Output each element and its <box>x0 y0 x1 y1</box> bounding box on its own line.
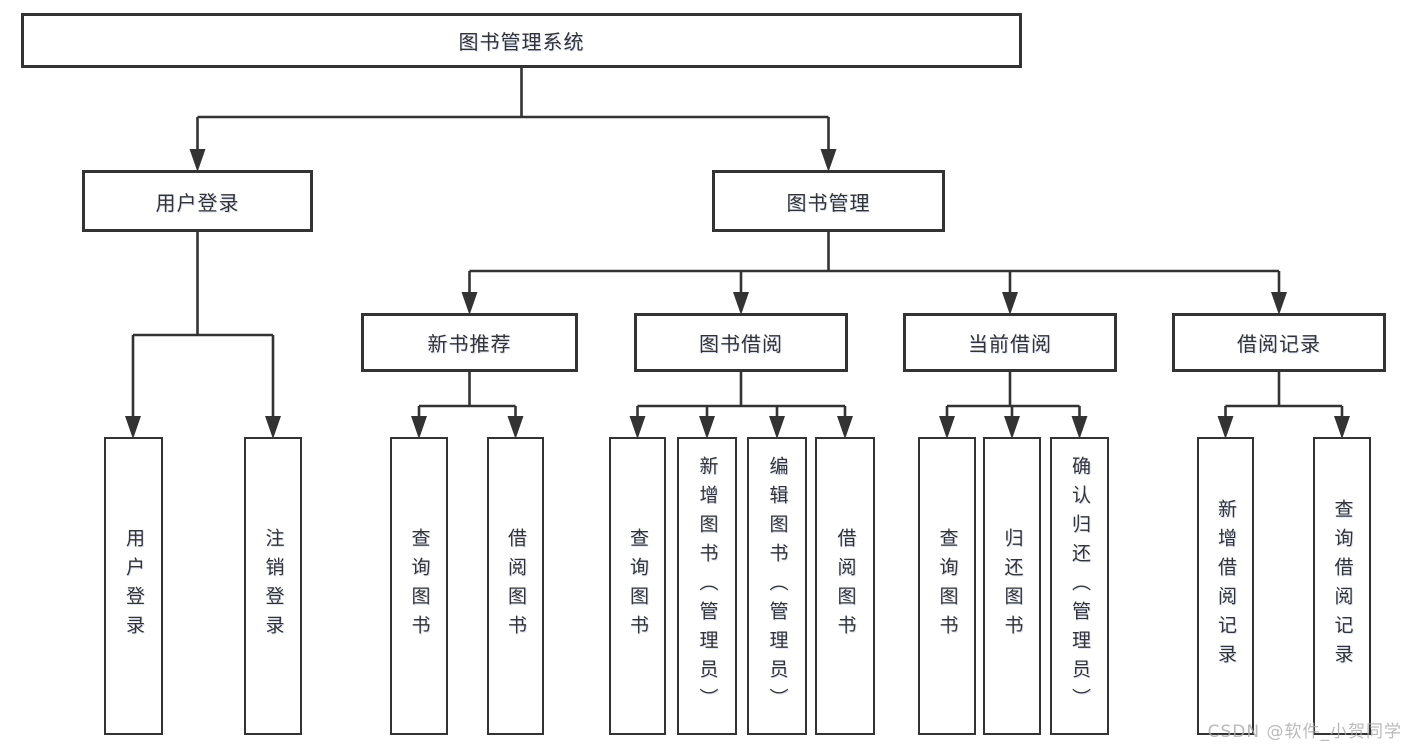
arrowhead-down-icon <box>769 416 785 439</box>
arrowhead-down-icon <box>837 416 853 439</box>
node-leaf-borrow-books: 借阅图书 <box>815 437 875 735</box>
node-label: 图书借阅 <box>699 332 783 356</box>
node-leaf-return-books: 归还图书 <box>983 437 1041 735</box>
watermark: CSDN @软件_小贺同学 <box>1207 722 1402 742</box>
arrowhead-down-icon <box>733 292 749 315</box>
node-current-borrowing: 当前借阅 <box>903 313 1117 372</box>
connector-group <box>125 232 281 439</box>
connector-group <box>629 372 853 439</box>
connector-group <box>939 372 1088 439</box>
arrowhead-down-icon <box>1271 292 1287 315</box>
node-label: 借阅记录 <box>1237 332 1321 356</box>
arrowhead-down-icon <box>1334 416 1350 439</box>
node-label: 借阅图书 <box>834 528 857 644</box>
node-label: 新增图书（管理员） <box>696 455 719 717</box>
arrowhead-down-icon <box>265 416 281 439</box>
node-book-borrowing: 图书借阅 <box>634 313 848 372</box>
node-label: 当前借阅 <box>968 332 1052 356</box>
node-leaf-confirm-return-admin: 确认归还（管理员） <box>1050 437 1109 735</box>
arrowhead-down-icon <box>1071 416 1088 439</box>
node-label: 新增借阅记录 <box>1215 499 1237 673</box>
node-label: 新书推荐 <box>427 332 512 356</box>
node-borrowing-records: 借阅记录 <box>1172 313 1386 372</box>
node-new-book-recommendation: 新书推荐 <box>361 313 578 372</box>
node-label: 查询图书 <box>936 528 959 644</box>
arrowhead-down-icon <box>189 149 206 172</box>
node-label: 查询图书 <box>408 528 431 644</box>
node-label: 查询图书 <box>627 528 649 644</box>
node-book-management-module: 图书管理 <box>712 170 945 232</box>
arrowhead-down-icon <box>411 416 427 439</box>
arrowhead-down-icon <box>507 416 524 439</box>
arrowhead-down-icon <box>820 149 837 172</box>
node-leaf-query-books-borrowing: 查询图书 <box>609 437 666 735</box>
node-label: 查询借阅记录 <box>1331 499 1354 673</box>
connector-group <box>411 372 524 439</box>
node-leaf-borrow-books-recommend: 借阅图书 <box>487 437 544 735</box>
node-label: 归还图书 <box>1001 528 1024 644</box>
node-label: 借阅图书 <box>505 528 527 644</box>
connector-group <box>1217 372 1350 439</box>
node-leaf-user-login: 用户登录 <box>104 437 163 735</box>
arrowhead-down-icon <box>125 416 141 439</box>
node-leaf-edit-books-admin: 编辑图书（管理员） <box>747 437 807 735</box>
node-leaf-logout: 注销登录 <box>244 437 302 735</box>
node-leaf-add-books-admin: 新增图书（管理员） <box>677 437 737 735</box>
node-leaf-query-borrow-record: 查询借阅记录 <box>1313 437 1371 735</box>
connector-group <box>461 232 1287 315</box>
node-label: 用户登录 <box>123 528 145 644</box>
arrowhead-down-icon <box>699 416 715 439</box>
arrowhead-down-icon <box>939 416 955 439</box>
node-label: 注销登录 <box>262 528 285 644</box>
node-label: 图书管理系统 <box>458 30 585 54</box>
node-library-management-system: 图书管理系统 <box>21 13 1022 68</box>
arrowhead-down-icon <box>461 292 478 315</box>
node-label: 编辑图书（管理员） <box>766 455 789 717</box>
node-user-login-module: 用户登录 <box>82 170 313 232</box>
node-label: 确认归还（管理员） <box>1069 455 1091 717</box>
arrowhead-down-icon <box>1002 292 1018 315</box>
node-label: 用户登录 <box>155 190 240 215</box>
node-label: 图书管理 <box>786 190 871 215</box>
node-leaf-query-books-current: 查询图书 <box>918 437 976 735</box>
arrowhead-down-icon <box>1217 416 1234 439</box>
connector-group <box>189 68 837 172</box>
node-leaf-add-borrow-record: 新增借阅记录 <box>1197 437 1254 735</box>
arrowhead-down-icon <box>1004 416 1020 439</box>
arrowhead-down-icon <box>629 416 646 439</box>
node-leaf-query-books-recommend: 查询图书 <box>390 437 448 735</box>
